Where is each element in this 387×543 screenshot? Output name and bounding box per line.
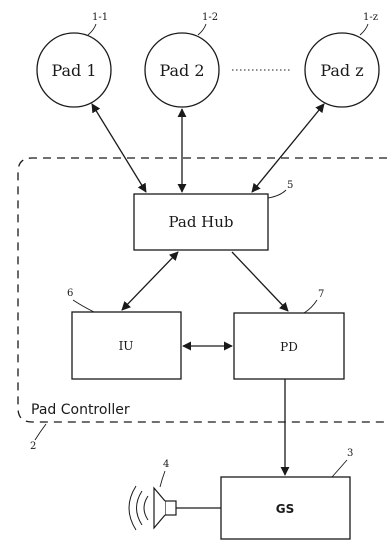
pad-1-node: Pad 1 [36,32,112,108]
pd-label: PD [280,340,298,354]
iu-ref-leader [72,299,95,313]
pad-2-node: Pad 2 [144,32,220,108]
pad-controller-ref: 2 [30,441,36,452]
pad-z-ref: 1-z [363,12,378,23]
pad-z-label: Pad z [320,61,363,80]
gs-ref: 3 [347,448,353,459]
gs-label: GS [276,502,295,516]
pad-1-label: Pad 1 [51,61,96,80]
pad-controller-label: Pad Controller [31,402,130,418]
pad-2-ref-leader [197,23,207,36]
iu-label: IU [119,339,134,353]
pad-2-label: Pad 2 [159,61,204,80]
pad-hub-ref: 5 [287,180,293,191]
pad-z-node: Pad z [304,32,380,108]
pad-z-ref-leader [359,23,369,36]
pad-z-hub-arrow [251,103,325,193]
pd-ref-leader [303,299,318,314]
pad-controller-boundary [17,157,387,423]
pad-1-ref: 1-1 [92,12,108,23]
gs-ref-leader [331,459,348,478]
iu-ref: 6 [67,288,73,299]
pad-hub-label: Pad Hub [168,213,233,231]
pad-hub-ref-leader [267,189,287,199]
pad-1-ref-leader [87,23,97,36]
speaker-ref: 4 [163,459,169,470]
pad-1-hub-arrow [91,103,147,193]
hub-pd-arrow [231,251,289,312]
hub-iu-arrow [121,251,179,311]
pd-node: PD [233,312,345,380]
gs-node: GS [220,476,351,540]
pad-2-ref: 1-2 [202,12,218,23]
pad-hub-node: Pad Hub [133,193,269,251]
speaker-icon [128,485,177,531]
speaker-ref-leader [159,470,166,488]
iu-node: IU [71,311,182,380]
pad-controller-ref-leader [34,423,47,441]
pd-ref: 7 [318,289,324,300]
